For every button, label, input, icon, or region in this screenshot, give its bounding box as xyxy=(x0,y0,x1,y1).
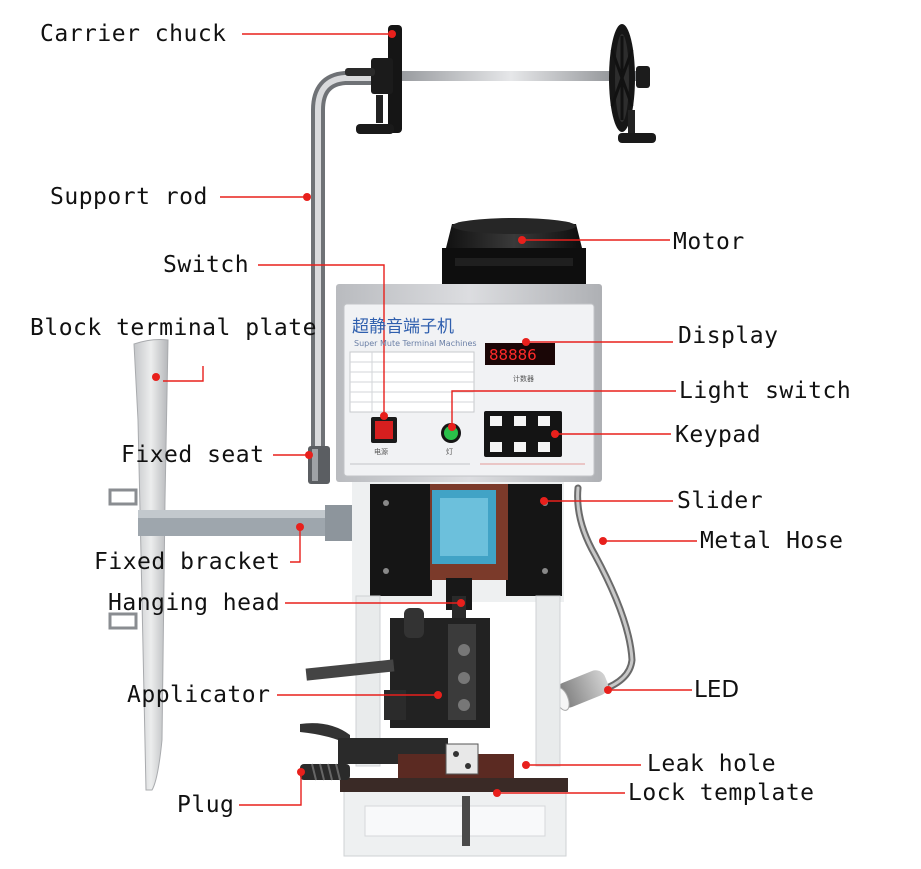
lock-template xyxy=(300,723,568,792)
counter-readout: 88886 xyxy=(489,346,537,364)
applicator xyxy=(305,608,490,728)
metal-hose xyxy=(574,484,636,694)
power-label: 电源 xyxy=(374,447,388,456)
panel-brand-cn: 超静音端子机 xyxy=(352,317,454,337)
block-terminal-plate xyxy=(133,339,169,791)
label-led: LED xyxy=(694,677,740,703)
label-leak-hole: Leak hole xyxy=(647,751,777,777)
label-slider: Slider xyxy=(677,488,764,514)
light-label: 灯 xyxy=(446,447,453,456)
label-carrier-chuck: Carrier chuck xyxy=(40,21,227,47)
label-support-rod: Support rod xyxy=(50,184,208,210)
label-display: Display xyxy=(678,323,779,349)
machine-stand xyxy=(343,595,567,857)
label-applicator: Applicator xyxy=(127,682,271,708)
motor xyxy=(442,218,586,294)
panel-brand-en: Super Mute Terminal Machines xyxy=(354,339,477,348)
label-switch: Switch xyxy=(163,252,250,278)
carrier-chuck-left xyxy=(345,25,402,134)
leader-dots xyxy=(152,30,612,797)
carrier-chuck-right xyxy=(609,24,656,143)
light-switch-button xyxy=(441,423,461,443)
label-metal-hose: Metal Hose xyxy=(700,528,844,554)
label-keypad: Keypad xyxy=(675,422,762,448)
label-block-terminal-plate: Block terminal plate xyxy=(30,315,317,341)
support-rod xyxy=(311,71,642,462)
display-screen xyxy=(485,343,555,365)
label-lock-template: Lock template xyxy=(628,780,815,806)
led-lamp xyxy=(554,670,608,711)
fixed-bracket xyxy=(108,488,356,630)
counter-label: 计数器 xyxy=(513,374,534,383)
fixed-seat xyxy=(308,446,330,484)
label-motor: Motor xyxy=(673,229,745,255)
label-plug: Plug xyxy=(177,792,235,818)
plug xyxy=(300,763,350,781)
keypad xyxy=(484,411,562,457)
label-fixed-bracket: Fixed bracket xyxy=(94,549,281,575)
leader-lines xyxy=(163,33,697,806)
power-switch xyxy=(371,417,397,443)
label-hanging-head: Hanging head xyxy=(108,590,281,616)
label-fixed-seat: Fixed seat xyxy=(121,442,265,468)
label-light-switch: Light switch xyxy=(679,378,852,404)
